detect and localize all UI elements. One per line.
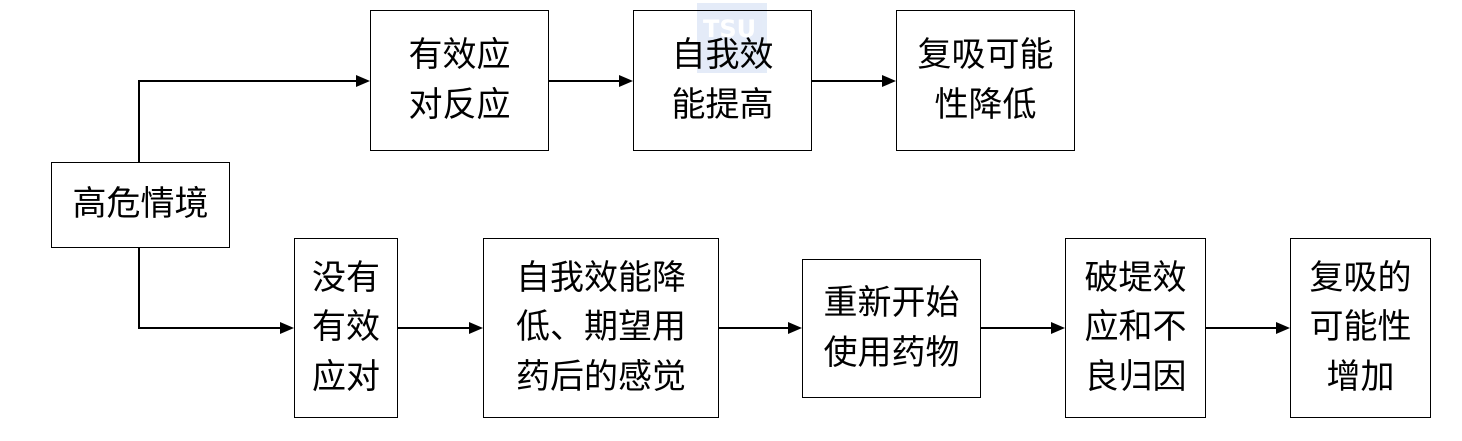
node-label: 复吸的 可能性 增加 [1309, 258, 1412, 397]
arrow-top-2 [882, 75, 896, 87]
node-label: 破堤效 应和不 良归因 [1084, 258, 1187, 397]
arrow-bottom-2 [788, 322, 802, 334]
arrow-to-no-effective-coping [280, 322, 294, 334]
connector-top-2 [812, 80, 882, 82]
connector-down-vertical [138, 248, 140, 328]
node-self-efficacy-up: 自我效 能提高 [633, 10, 812, 151]
node-effective-coping: 有效应 对反应 [370, 10, 549, 151]
node-label: 自我效能降 低、期望用 药后的感觉 [516, 258, 686, 397]
node-self-efficacy-down: 自我效能降 低、期望用 药后的感觉 [483, 238, 719, 418]
arrow-bottom-4 [1276, 322, 1290, 334]
node-label: 复吸可能 性降低 [917, 35, 1054, 125]
node-resume-drug-use: 重新开始 使用药物 [802, 259, 981, 398]
connector-bottom-4 [1206, 327, 1276, 329]
arrow-top-1 [619, 75, 633, 87]
node-label: 重新开始 使用药物 [823, 283, 960, 373]
connector-down-horizontal [138, 327, 280, 329]
arrow-bottom-3 [1051, 322, 1065, 334]
node-no-effective-coping: 没有 有效 应对 [294, 238, 398, 418]
connector-bottom-3 [981, 327, 1051, 329]
node-label: 没有 有效 应对 [312, 258, 380, 397]
node-label: 有效应 对反应 [408, 35, 511, 125]
node-label: 自我效 能提高 [671, 35, 774, 125]
node-relapse-less-likely: 复吸可能 性降低 [896, 10, 1075, 151]
watermark-logo: TSU [697, 3, 767, 73]
connector-up-horizontal [138, 80, 356, 82]
node-abstinence-violation: 破堤效 应和不 良归因 [1065, 238, 1206, 418]
node-label: 高危情境 [72, 184, 209, 225]
arrow-bottom-1 [469, 322, 483, 334]
node-relapse-more-likely: 复吸的 可能性 增加 [1290, 238, 1431, 418]
connector-top-1 [549, 80, 619, 82]
connector-up-vertical [138, 80, 140, 162]
arrow-to-effective-coping [356, 75, 370, 87]
connector-bottom-1 [398, 327, 469, 329]
watermark-text: TSU [703, 15, 757, 43]
connector-bottom-2 [719, 327, 788, 329]
node-high-risk-situation: 高危情境 [51, 162, 230, 248]
